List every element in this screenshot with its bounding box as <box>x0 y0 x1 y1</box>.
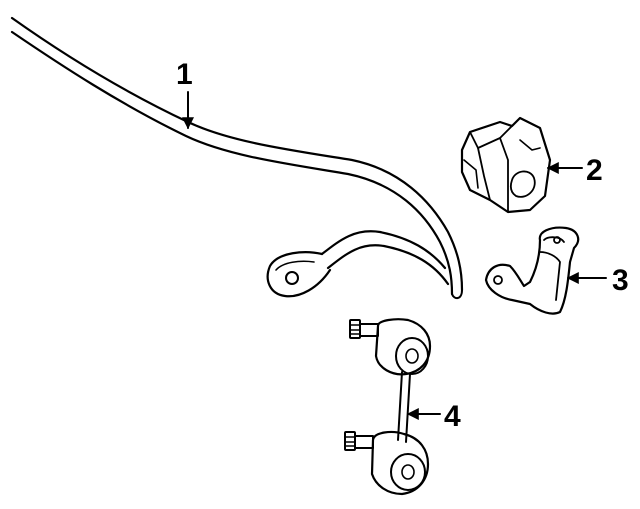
stabilizer-link <box>344 318 432 496</box>
callout-4: 4 <box>444 400 461 433</box>
callout-3: 3 <box>612 264 629 297</box>
callout-2: 2 <box>586 154 603 187</box>
bracket <box>484 226 580 315</box>
callout-1: 1 <box>176 58 193 91</box>
stabilizer-bar <box>10 16 464 300</box>
bushing <box>460 116 552 214</box>
